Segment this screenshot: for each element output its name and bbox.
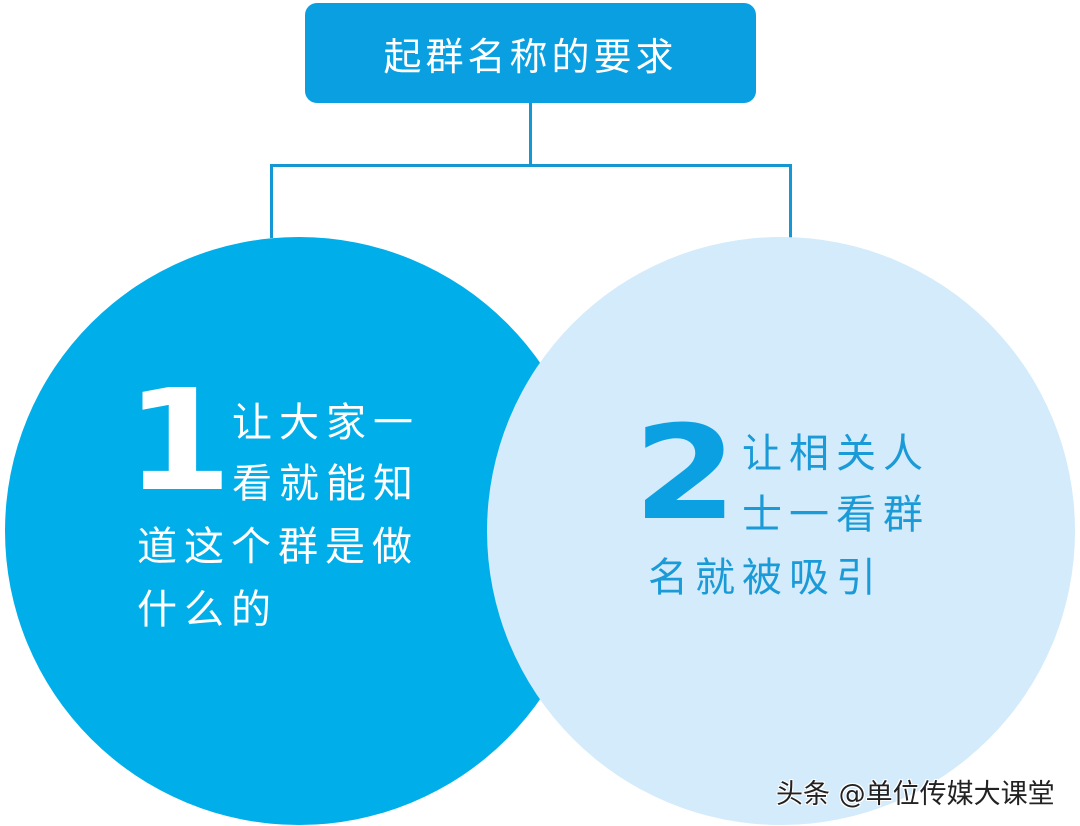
diagram-title: 起群名称的要求 bbox=[383, 34, 678, 79]
number-1: 1 bbox=[125, 360, 233, 523]
req1-line-3: 道这个群是做 bbox=[137, 524, 419, 570]
req2-line-3: 名就被吸引 bbox=[648, 555, 883, 601]
req1-line-2: 看就能知 bbox=[232, 461, 420, 507]
req1-line-1: 让大家一 bbox=[232, 400, 420, 446]
connector-bar bbox=[270, 164, 792, 167]
number-2: 2 bbox=[633, 397, 738, 549]
req2-line-2: 士一看群 bbox=[742, 492, 930, 538]
circle-requirement-2 bbox=[487, 237, 1075, 825]
connector-left-leg bbox=[270, 164, 273, 238]
req2-line-1: 让相关人 bbox=[742, 431, 930, 477]
title-box: 起群名称的要求 bbox=[305, 3, 756, 103]
connector-right-leg bbox=[789, 164, 792, 238]
watermark: 头条 @单位传媒大课堂 bbox=[776, 779, 1055, 810]
req1-line-4: 什么的 bbox=[137, 587, 278, 633]
connector-stem bbox=[529, 103, 532, 167]
